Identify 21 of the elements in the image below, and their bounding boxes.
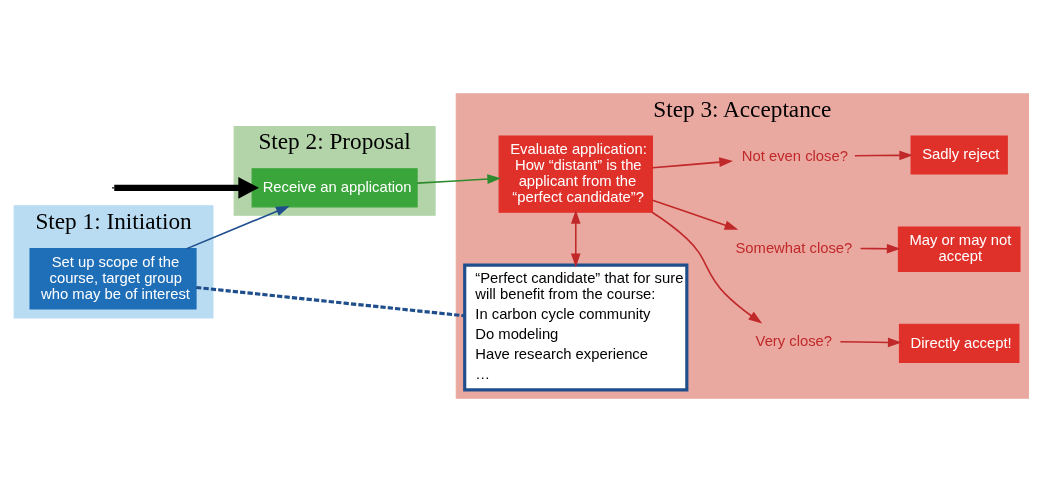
arrow	[839, 337, 902, 347]
arrow	[651, 156, 734, 169]
node-text: Somewhat close?	[735, 239, 853, 256]
connector	[196, 285, 465, 317]
arrow	[854, 150, 914, 160]
node-box: “Perfect candidate” that for sure will benefit from the course: In carbon cycle community Do modeling Have research experience …	[463, 262, 689, 391]
arrow	[416, 173, 502, 184]
node-text: Not even close?	[741, 147, 848, 164]
node-box: Sadly reject	[910, 134, 1008, 175]
node-box: Directly accept!	[898, 323, 1020, 363]
arrow	[859, 243, 901, 254]
node-box: Evaluate application: How “distant” is the applicant from the “perfect candidate”?	[498, 134, 653, 213]
arrow	[186, 205, 290, 249]
arrow	[651, 198, 739, 230]
node-box: May or may not accept	[897, 225, 1021, 272]
arrow	[570, 209, 581, 267]
arrow	[651, 210, 763, 323]
node-box: Set up scope of the course, target group who may be of interest	[29, 247, 197, 309]
node-text: Very close?	[755, 332, 833, 349]
node-box: Receive an application	[251, 167, 418, 207]
arrow	[114, 176, 259, 199]
